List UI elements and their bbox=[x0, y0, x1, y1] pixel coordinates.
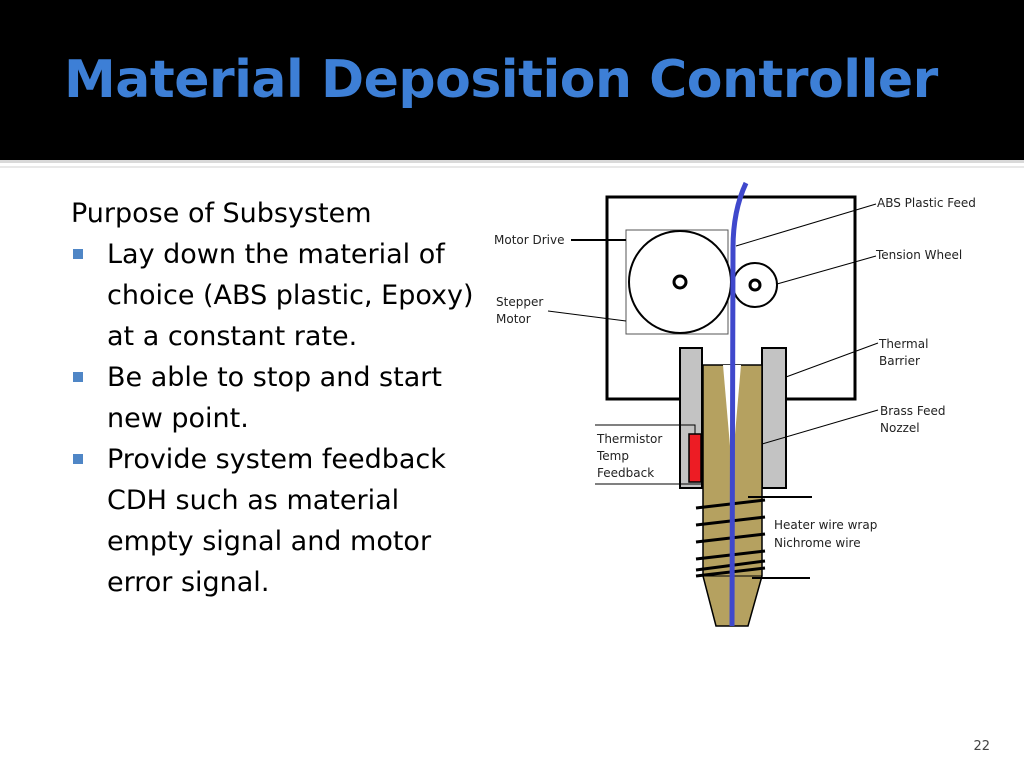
text-content: Purpose of Subsystem Lay down the materi… bbox=[71, 193, 481, 603]
square-bullet-icon bbox=[73, 454, 83, 464]
label-brass-feed-nozzle: Brass Feed bbox=[880, 404, 945, 418]
thermal-barrier-right bbox=[761, 347, 787, 489]
bullet-item: Be able to stop and start new point. bbox=[71, 357, 481, 439]
label-motor-drive: Motor Drive bbox=[494, 233, 564, 247]
bullet-list: Lay down the material of choice (ABS pla… bbox=[71, 234, 481, 603]
label-heater-wire-line2: Nichrome wire bbox=[774, 536, 861, 550]
abs-filament bbox=[729, 181, 749, 627]
square-bullet-icon bbox=[73, 249, 83, 259]
leader-lines bbox=[547, 203, 879, 485]
tension-wheel bbox=[732, 262, 778, 308]
bullet-item: Provide system feedback CDH such as mate… bbox=[71, 439, 481, 603]
divider-line-thin bbox=[0, 166, 1024, 168]
label-thermistor-line2: Temp bbox=[596, 449, 629, 463]
slide-title: Material Deposition Controller bbox=[64, 50, 938, 110]
label-brass-feed-nozzle-line2: Nozzel bbox=[880, 421, 920, 435]
drive-gear-hub bbox=[672, 274, 688, 290]
label-abs-plastic-feed: ABS Plastic Feed bbox=[877, 196, 976, 210]
bullet-text: Lay down the material of choice (ABS pla… bbox=[107, 239, 474, 352]
label-tension-wheel: Tension Wheel bbox=[875, 248, 962, 262]
label-heater-wire: Heater wire wrap bbox=[774, 518, 877, 532]
label-thermistor: Thermistor bbox=[596, 432, 662, 446]
label-stepper-motor: Stepper bbox=[496, 295, 543, 309]
label-thermal-barrier-line2: Barrier bbox=[879, 354, 920, 368]
thermistor-sensor bbox=[688, 433, 702, 483]
bullet-text: Be able to stop and start new point. bbox=[107, 362, 442, 434]
bullet-item: Lay down the material of choice (ABS pla… bbox=[71, 234, 481, 357]
square-bullet-icon bbox=[73, 372, 83, 382]
page-number: 22 bbox=[973, 739, 990, 754]
label-thermal-barrier: Thermal bbox=[878, 337, 928, 351]
section-heading: Purpose of Subsystem bbox=[71, 198, 372, 229]
tension-wheel-hub bbox=[748, 278, 762, 292]
drive-gear bbox=[628, 230, 732, 334]
title-bar: Material Deposition Controller bbox=[0, 0, 1024, 160]
divider-line bbox=[0, 160, 1024, 163]
bullet-text: Provide system feedback CDH such as mate… bbox=[107, 444, 446, 598]
label-stepper-motor-line2: Motor bbox=[496, 312, 531, 326]
label-thermistor-line3: Feedback bbox=[597, 466, 654, 480]
extruder-diagram: ABS Plastic Feed Motor Drive Tension Whe… bbox=[494, 181, 976, 627]
